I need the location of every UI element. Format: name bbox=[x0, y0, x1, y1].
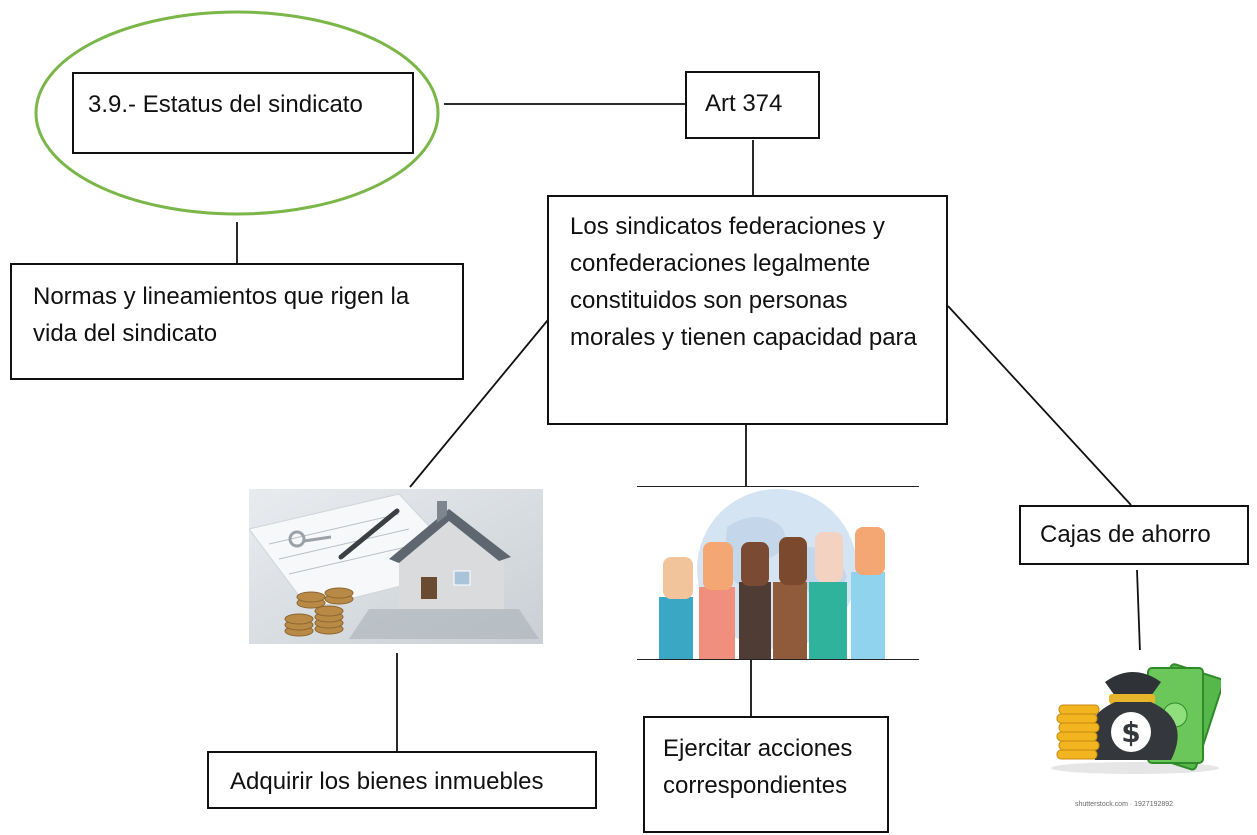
norms-text: Normas y lineamientos que rigen la vida … bbox=[33, 283, 410, 347]
property-box bbox=[207, 751, 597, 809]
highlight-ellipse bbox=[34, 10, 440, 216]
svg-text:$: $ bbox=[1121, 716, 1140, 749]
norms-box bbox=[10, 263, 464, 380]
savings-box bbox=[1019, 505, 1249, 565]
connector-savings-moneybag bbox=[1136, 569, 1141, 653]
actions-box bbox=[643, 716, 889, 833]
connector-main-savings bbox=[947, 305, 1132, 506]
actions-text: Ejercitar acciones correspondientes bbox=[663, 735, 853, 799]
house-image bbox=[249, 489, 543, 644]
fists-image bbox=[637, 486, 919, 660]
main-box bbox=[547, 195, 948, 425]
article-box bbox=[685, 71, 820, 139]
connector-main-house bbox=[409, 314, 553, 488]
property-text: Adquirir los bienes inmuebles bbox=[230, 768, 544, 795]
article-text: Art 374 bbox=[705, 90, 783, 117]
image-credit: shutterstock.com · 1927192892 bbox=[1075, 801, 1174, 808]
title-box bbox=[72, 72, 414, 154]
savings-text: Cajas de ahorro bbox=[1040, 521, 1211, 548]
moneybag-image: $ bbox=[1045, 650, 1221, 776]
main-text: Los sindicatos federaciones y confederac… bbox=[570, 213, 917, 351]
title-text: 3.9.- Estatus del sindicato bbox=[88, 91, 363, 118]
